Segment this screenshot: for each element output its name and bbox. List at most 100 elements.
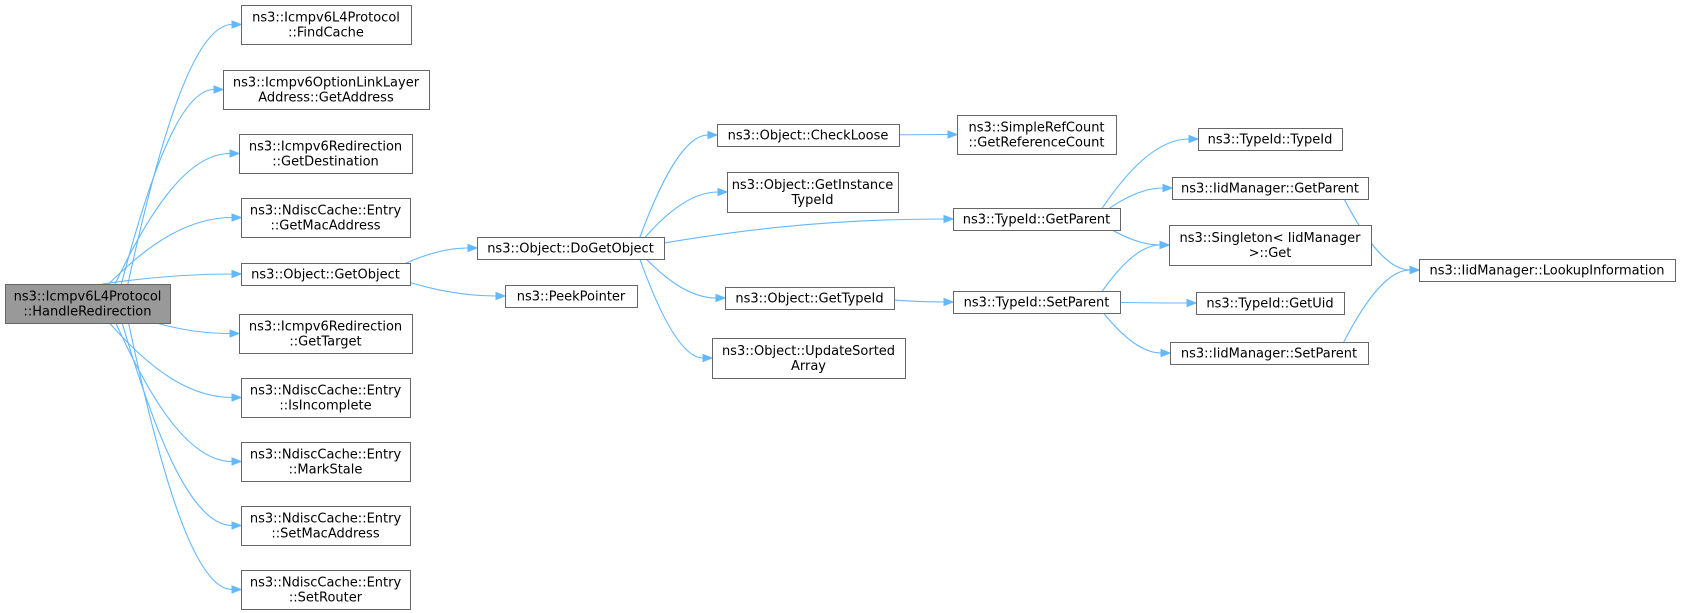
node-box (717, 124, 900, 147)
node-label: ::SetRouter (289, 591, 363, 606)
node-label: ns3::TypeId::GetUid (1206, 297, 1333, 312)
node-box (953, 208, 1121, 231)
node-box (1198, 128, 1343, 151)
node-box (241, 263, 411, 286)
node-box (1172, 177, 1369, 200)
node-label: ns3::Icmpv6Redirection (249, 320, 402, 335)
node-isincomplete[interactable]: ns3::NdiscCache::Entry::IsIncomplete (241, 378, 411, 418)
node-label: ns3::IidManager::GetParent (1181, 182, 1359, 197)
node-objgettypeid[interactable]: ns3::Object::GetTypeId (725, 287, 895, 310)
node-label: ns3::SimpleRefCount (968, 121, 1104, 136)
node-getobject[interactable]: ns3::Object::GetObject (241, 263, 411, 286)
call-edge-iidsetparent-to-lookupinformation (1337, 265, 1421, 354)
node-box (241, 198, 411, 238)
node-getuid[interactable]: ns3::TypeId::GetUid (1196, 292, 1345, 315)
node-box (1170, 342, 1369, 365)
node-box (239, 314, 413, 354)
node-box (241, 5, 412, 45)
node-label: ns3::TypeId::SetParent (964, 296, 1110, 311)
node-box (957, 115, 1117, 155)
node-root[interactable]: ns3::Icmpv6L4Protocol::HandleRedirection (5, 284, 171, 324)
call-edge-root-to-markstale (115, 322, 243, 466)
node-label: ::IsIncomplete (279, 399, 371, 414)
node-label: ns3::Object::UpdateSorted (722, 344, 895, 359)
node-dogetobject[interactable]: ns3::Object::DoGetObject (477, 237, 665, 260)
node-gettarget[interactable]: ns3::Icmpv6Redirection::GetTarget (239, 314, 413, 354)
node-label: ns3::NdiscCache::Entry (250, 576, 402, 591)
node-label: ns3::TypeId::GetParent (963, 213, 1111, 228)
node-markstale[interactable]: ns3::NdiscCache::Entry::MarkStale (241, 442, 411, 482)
node-label: ns3::NdiscCache::Entry (250, 204, 402, 219)
call-edge-root-to-setrouter (128, 322, 243, 594)
node-typeidtypeid[interactable]: ns3::TypeId::TypeId (1198, 128, 1343, 151)
node-box (241, 506, 411, 546)
node-findcache[interactable]: ns3::Icmpv6L4Protocol::FindCache (241, 5, 412, 45)
node-box (712, 338, 906, 379)
call-edge-dogetobject-to-checkloose (635, 130, 719, 249)
node-box (727, 172, 899, 213)
node-box (1419, 259, 1676, 282)
call-edge-typeidgetparent-to-typeidtypeid (1094, 134, 1200, 220)
call-edge-root-to-getobject (102, 269, 243, 285)
node-box (477, 237, 665, 260)
node-getaddress[interactable]: ns3::Icmpv6OptionLinkLayerAddress::GetAd… (223, 70, 430, 110)
node-box (953, 291, 1121, 314)
node-label: ns3::Object::CheckLoose (728, 129, 889, 144)
node-box (241, 378, 411, 418)
node-box (241, 570, 411, 610)
node-label: ns3::Singleton< IidManager (1179, 231, 1361, 246)
node-box (725, 287, 895, 310)
call-edge-dogetobject-to-updatesortedarray (635, 247, 714, 363)
call-edge-root-to-getaddress (120, 85, 225, 285)
node-label: ns3::IidManager::SetParent (1181, 347, 1357, 362)
node-label: ::GetReferenceCount (969, 136, 1105, 151)
node-label: >::Get (1249, 246, 1292, 261)
call-edge-dogetobject-to-typeidgetparent (635, 214, 955, 249)
node-peekpointer[interactable]: ns3::PeekPointer (505, 285, 638, 308)
node-getdestination[interactable]: ns3::Icmpv6Redirection::GetDestination (239, 134, 413, 174)
call-edge-root-to-setmacaddress (121, 322, 243, 530)
call-edge-root-to-getdestination (114, 149, 241, 285)
node-iidsetparent[interactable]: ns3::IidManager::SetParent (1170, 342, 1369, 365)
node-label: ::FindCache (288, 26, 364, 41)
node-setrouter[interactable]: ns3::NdiscCache::Entry::SetRouter (241, 570, 411, 610)
node-label: ns3::Object::DoGetObject (487, 242, 654, 257)
node-label: ns3::NdiscCache::Entry (250, 448, 402, 463)
node-label: ns3::TypeId::TypeId (1208, 133, 1333, 148)
node-label: ns3::Icmpv6L4Protocol (252, 11, 400, 26)
node-getmacaddress[interactable]: ns3::NdiscCache::Entry::GetMacAddress (241, 198, 411, 238)
node-checkloose[interactable]: ns3::Object::CheckLoose (717, 124, 900, 147)
node-setmacaddress[interactable]: ns3::NdiscCache::Entry::SetMacAddress (241, 506, 411, 546)
node-label: ::GetTarget (289, 335, 361, 350)
node-label: ns3::PeekPointer (517, 290, 626, 305)
call-edge-root-to-findcache (127, 20, 243, 285)
node-label: Address::GetAddress (258, 91, 394, 106)
node-getreferencecount[interactable]: ns3::SimpleRefCount::GetReferenceCount (957, 115, 1117, 155)
node-box (239, 134, 413, 174)
node-label: TypeId (791, 193, 834, 208)
node-box (505, 285, 638, 308)
node-box (1196, 292, 1345, 315)
node-typeidgetparent[interactable]: ns3::TypeId::GetParent (953, 208, 1121, 231)
function-nodes: ns3::Icmpv6L4Protocol::HandleRedirection… (5, 5, 1676, 610)
node-label: ns3::Object::GetInstance (732, 178, 894, 193)
node-label: ns3::NdiscCache::Entry (250, 384, 402, 399)
node-singletonget[interactable]: ns3::Singleton< IidManager >::Get (1169, 225, 1372, 266)
node-label: ::GetDestination (272, 155, 379, 170)
node-box (1169, 225, 1372, 266)
node-box (5, 284, 171, 324)
node-label: ns3::Icmpv6L4Protocol (14, 290, 162, 305)
node-typeidsetparent[interactable]: ns3::TypeId::SetParent (953, 291, 1121, 314)
node-box (223, 70, 430, 110)
node-label: ::GetMacAddress (270, 219, 380, 234)
node-label: ns3::Icmpv6OptionLinkLayer (233, 76, 420, 91)
node-iidgetparent[interactable]: ns3::IidManager::GetParent (1172, 177, 1369, 200)
node-label: ::SetMacAddress (271, 527, 379, 542)
node-lookupinformation[interactable]: ns3::IidManager::LookupInformation (1419, 259, 1676, 282)
node-box (241, 442, 411, 482)
node-label: ns3::IidManager::LookupInformation (1429, 264, 1664, 279)
node-label: Array (791, 359, 826, 374)
